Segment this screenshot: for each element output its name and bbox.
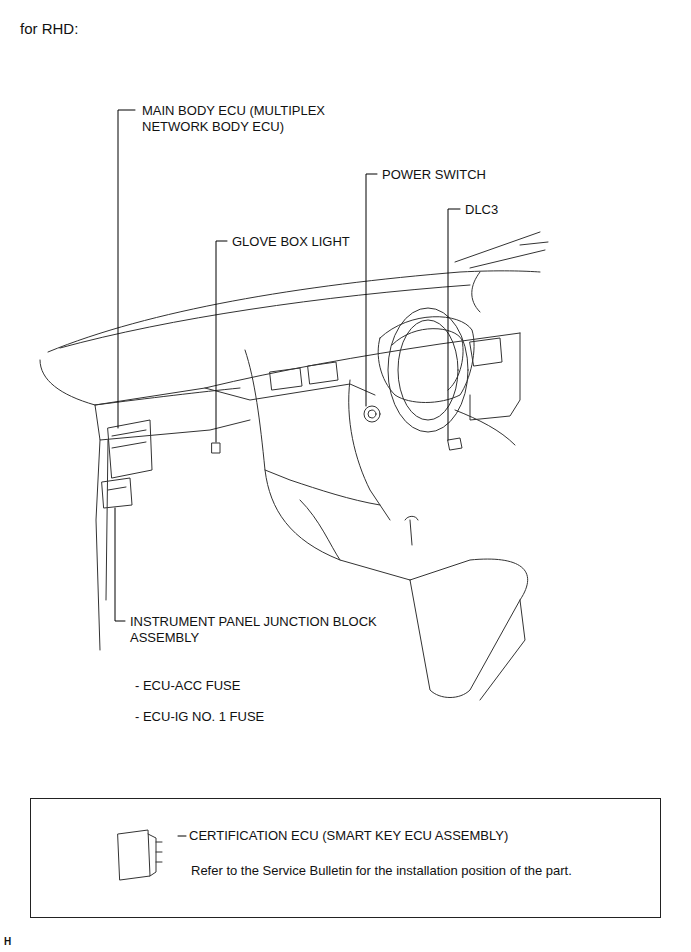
windshield-edge (60, 285, 470, 348)
cluster-hood (392, 329, 463, 390)
pillar-line (472, 272, 480, 312)
note-text: Refer to the Service Bulletin for the in… (191, 863, 572, 879)
main-body-ecu-symbol (108, 420, 152, 478)
part-label: H (4, 936, 11, 948)
part-label: GLOVE BOX LIGHT (232, 234, 350, 250)
part-label: DLC3 (465, 202, 498, 218)
pillar-line (455, 232, 548, 268)
leader-line (178, 836, 186, 837)
dash-top (95, 388, 240, 405)
certification-ecu-icon (118, 830, 186, 880)
dash-lower (470, 333, 520, 420)
note-box: CERTIFICATION ECU (SMART KEY ECU ASSEMBL… (30, 798, 661, 918)
page-title: for RHD: (20, 21, 78, 37)
console-armrest (480, 600, 525, 700)
dlc3-connector (448, 438, 462, 450)
leader-line (448, 209, 460, 440)
shift-lever (405, 516, 418, 545)
part-label: MAIN BODY ECU (MULTIPLEX NETWORK BODY EC… (142, 103, 377, 135)
cluster-hood (378, 317, 474, 403)
power-switch-symbol (368, 410, 376, 418)
air-vent (470, 338, 502, 366)
glove-box-light-symbol (212, 443, 220, 453)
leader-line (216, 241, 227, 442)
center-console (349, 380, 390, 520)
steering-wheel (388, 308, 468, 432)
ecu-icon-body (118, 830, 150, 880)
dash-lower (455, 410, 515, 445)
part-label: - ECU-ACC FUSE (135, 678, 240, 694)
windshield-edge (48, 271, 540, 352)
leader-line (366, 174, 377, 406)
console-armrest (410, 559, 528, 697)
steering-wheel (398, 320, 458, 420)
part-name: CERTIFICATION ECU (SMART KEY ECU ASSEMBL… (189, 828, 508, 844)
ecu-icon-tab (156, 842, 162, 862)
leader-line (118, 110, 135, 428)
power-switch-symbol (364, 406, 380, 422)
ecu-icon-side (148, 834, 156, 876)
center-console (265, 470, 380, 505)
leader-lines (115, 110, 460, 621)
leader-line (115, 508, 125, 621)
air-vent (270, 362, 338, 390)
junction-block-symbol (102, 478, 132, 508)
center-console (300, 500, 340, 560)
part-label: - ECU-IG NO. 1 FUSE (135, 709, 264, 725)
center-console (245, 350, 410, 580)
part-label: INSTRUMENT PANEL JUNCTION BLOCK ASSEMBLY (130, 614, 380, 646)
part-label: POWER SWITCH (382, 167, 486, 183)
door-edge (96, 440, 108, 650)
